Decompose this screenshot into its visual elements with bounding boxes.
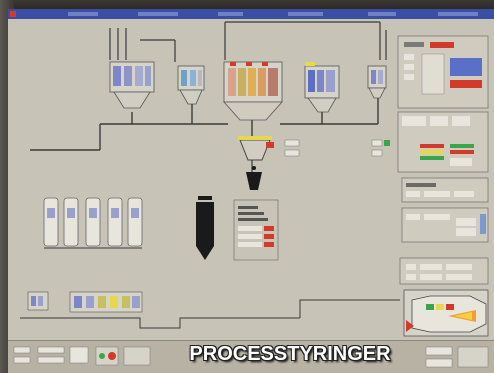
hopper-group-5[interactable] (367, 65, 387, 99)
titlebar-segment (288, 12, 323, 16)
status-field (13, 356, 31, 364)
status-controls (13, 346, 489, 368)
small-hopper-row[interactable] (20, 291, 400, 329)
tank-row[interactable] (43, 197, 143, 249)
status-field (37, 346, 65, 354)
mixer-readouts (284, 139, 390, 157)
kiln[interactable] (403, 289, 489, 337)
tank-icon (85, 197, 101, 247)
status-field (13, 346, 31, 354)
tank-icon (43, 197, 59, 247)
right-panel-burner-settings[interactable] (399, 257, 489, 285)
caption-title: PROCESSTYRINGER (189, 343, 391, 365)
titlebar-segment (438, 12, 478, 16)
status-field (37, 356, 65, 364)
feed-pipes (109, 21, 387, 62)
tank-icon (107, 197, 123, 247)
status-field (425, 346, 453, 356)
status-bar (8, 340, 494, 373)
traffic-light-icon (95, 346, 119, 366)
window-titlebar (8, 9, 494, 19)
conveyor-icon (30, 98, 379, 151)
status-field (425, 358, 453, 368)
hopper-group-4[interactable] (304, 62, 340, 113)
status-field (457, 346, 489, 368)
titlebar-segment (218, 12, 243, 16)
hopper-group-1[interactable] (109, 61, 155, 109)
right-panel-dosing[interactable] (397, 111, 489, 173)
small-hopper-left[interactable] (27, 291, 49, 311)
titlebar-segment (368, 12, 396, 16)
right-panel-temperature[interactable] (401, 177, 489, 203)
right-panel-setpoint[interactable] (401, 207, 489, 243)
hopper-group-2[interactable] (177, 65, 205, 105)
right-panel-top[interactable] (397, 35, 489, 109)
hopper-group-main[interactable] (223, 61, 283, 121)
silo-icon[interactable] (196, 196, 214, 260)
tank-icon (63, 197, 79, 247)
close-icon[interactable] (10, 11, 16, 17)
silo-info-panel (233, 199, 279, 261)
mixer-vessel[interactable] (238, 136, 274, 190)
status-field (123, 346, 151, 366)
status-field (69, 346, 89, 364)
titlebar-segment (138, 12, 178, 16)
tank-icon (127, 197, 143, 247)
titlebar-segment (68, 12, 98, 16)
flame-icon (454, 312, 472, 320)
